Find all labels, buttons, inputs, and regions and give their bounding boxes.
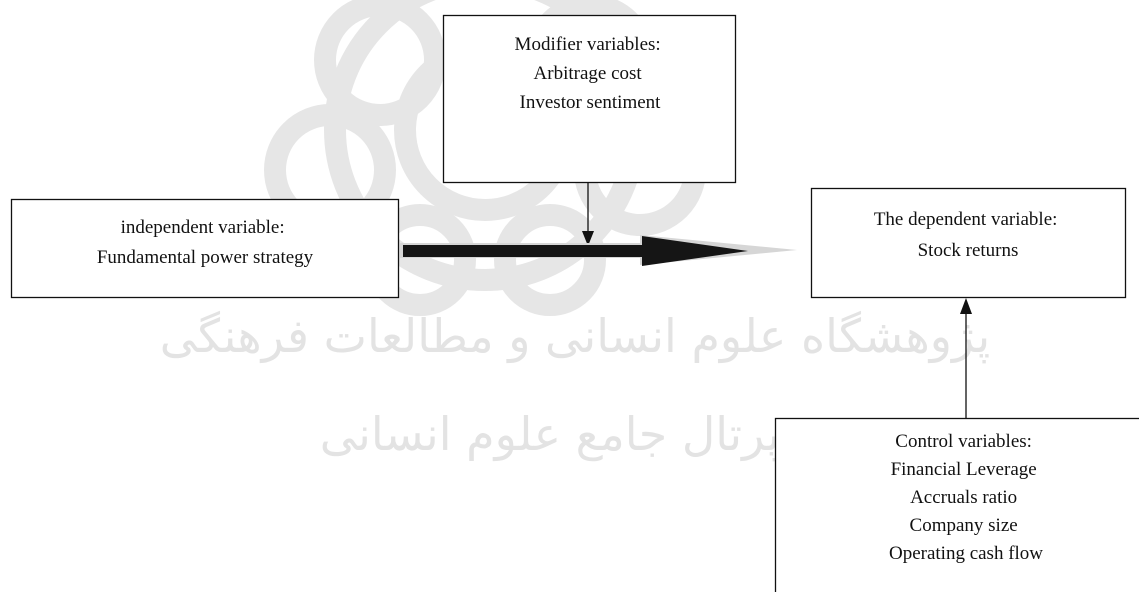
independent-box-heading: independent variable: xyxy=(121,217,285,238)
modifier-variables-box: Modifier variables: Arbitrage cost Inves… xyxy=(442,14,737,184)
watermark-line-1: پژوهشگاه علوم انسانی و مطالعات فرهنگی xyxy=(160,309,990,364)
svg-text:Control variables: Finan: Control variables: Financial Leverage Ac… xyxy=(889,431,1043,564)
svg-text:The dependent variable:: The dependent variable: Stock returns xyxy=(874,209,1062,261)
dependent-variable-box: The dependent variable: Stock returns xyxy=(810,187,1127,299)
modifier-arrow xyxy=(582,182,594,246)
svg-text:independent variable: Fu: independent variable: Fundamental power … xyxy=(97,217,314,268)
svg-text:Modifier variables: Arbi: Modifier variables: Arbitrage cost Inves… xyxy=(515,34,666,113)
control-arrow xyxy=(960,298,972,418)
independent-fundamental-power-strategy: Fundamental power strategy xyxy=(97,247,314,268)
control-operating-cash-flow: Operating cash flow xyxy=(889,543,1043,564)
modifier-box-heading: Modifier variables: xyxy=(515,34,661,55)
modifier-arbitrage-cost: Arbitrage cost xyxy=(534,63,643,84)
independent-variable-box: independent variable: Fundamental power … xyxy=(10,198,400,299)
dependent-box-heading: The dependent variable: xyxy=(874,209,1058,230)
main-relationship-arrow xyxy=(400,235,797,266)
watermark-line-2: پرتال جامع علوم انسانی xyxy=(320,407,781,462)
control-variables-box: Control variables: Financial Leverage Ac… xyxy=(774,417,1139,592)
control-financial-leverage: Financial Leverage xyxy=(891,459,1037,480)
control-company-size: Company size xyxy=(910,515,1018,536)
control-accruals-ratio: Accruals ratio xyxy=(910,487,1017,508)
control-box-heading: Control variables: xyxy=(895,431,1032,452)
dependent-stock-returns: Stock returns xyxy=(918,240,1019,261)
modifier-investor-sentiment: Investor sentiment xyxy=(520,92,662,113)
